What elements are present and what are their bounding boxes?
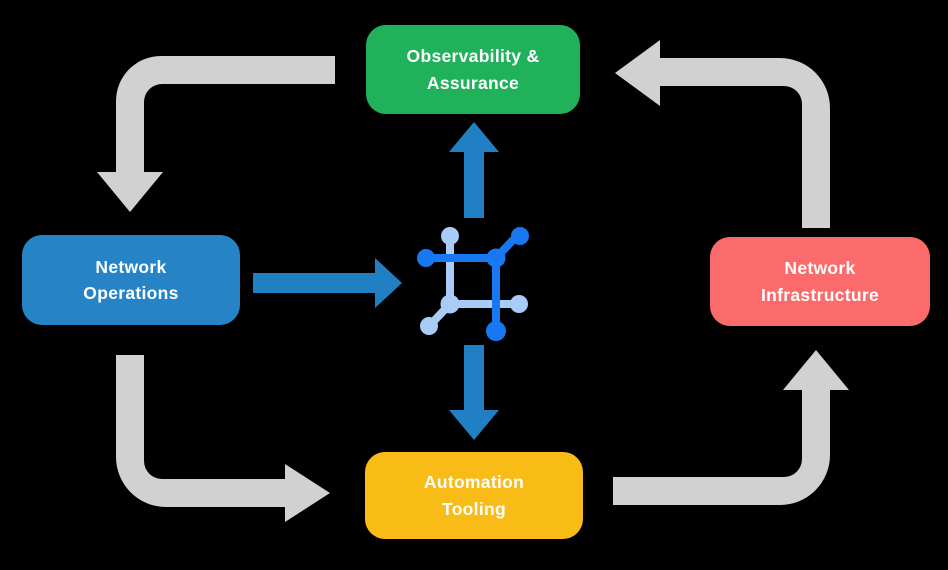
arrow-operations-to-platform [253, 258, 402, 308]
node-network-infrastructure-label: Network Infrastructure [761, 258, 879, 305]
arrow-infrastructure-to-observability [615, 40, 830, 228]
arrow-observability-to-operations [97, 56, 335, 212]
node-automation-tooling-label: Automation Tooling [423, 472, 525, 519]
node-observability-assurance: Observability & Assurance [366, 25, 580, 114]
arrow-platform-to-observability [449, 122, 499, 218]
arrow-automation-to-infrastructure [613, 350, 849, 505]
arrow-operations-to-automation [116, 355, 330, 522]
node-automation-tooling: Automation Tooling [365, 452, 583, 539]
node-network-operations: Network Operations [22, 235, 240, 325]
network-icon-dark-nodes [417, 227, 529, 341]
node-observability-assurance-label: Observability & Assurance [406, 46, 540, 93]
network-platform-icon [417, 227, 529, 341]
arrow-platform-to-automation [449, 345, 499, 440]
node-network-operations-label: Network Operations [83, 256, 179, 303]
node-network-infrastructure: Network Infrastructure [710, 237, 930, 326]
